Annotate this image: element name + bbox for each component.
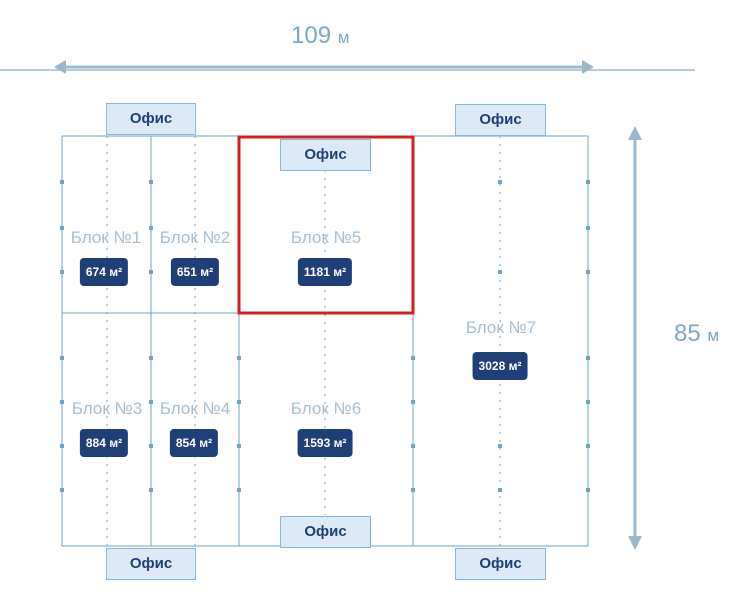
block-3-label: Блок №3	[71, 399, 143, 418]
column-axes	[106, 136, 501, 546]
office-block5[interactable]: Офис	[280, 139, 371, 171]
column-markers	[60, 180, 590, 492]
height-value: 85	[674, 320, 701, 347]
width-arrow-left-head	[54, 60, 66, 74]
block-2-area: 651 м²	[170, 258, 220, 286]
highlighted-block-outline	[237, 135, 415, 315]
height-unit: м	[707, 326, 720, 345]
block-6-label: Блок №6	[290, 399, 362, 418]
width-arrow-right-head	[582, 60, 594, 74]
block-5-area: 1181 м²	[297, 258, 353, 286]
office-bottom-right[interactable]: Офис	[455, 548, 546, 580]
block-6-area: 1593 м²	[297, 429, 353, 457]
block-1-label: Блок №1	[70, 228, 142, 247]
office-bottom-left[interactable]: Офис	[106, 548, 196, 580]
building-walls	[61, 135, 589, 547]
height-arrow-top-head	[628, 126, 642, 140]
height-arrow-bottom-head	[628, 536, 642, 550]
block-1-area: 674 м²	[79, 258, 129, 286]
block-4-label: Блок №4	[159, 399, 231, 418]
width-value: 109	[291, 22, 332, 49]
height-dimension: 85 м	[674, 320, 719, 348]
office-top-right[interactable]: Офис	[455, 104, 546, 136]
block-2-label: Блок №2	[159, 228, 231, 247]
block-7-area: 3028 м²	[472, 352, 528, 380]
block-4-area: 854 м²	[169, 429, 219, 457]
office-block6[interactable]: Офис	[280, 516, 371, 548]
block-5-label: Блок №5	[290, 228, 362, 247]
block-7-label: Блок №7	[465, 318, 537, 337]
block-3-area: 884 м²	[79, 429, 129, 457]
office-top-left[interactable]: Офис	[106, 103, 196, 135]
width-dimension: 109 м	[291, 22, 349, 50]
width-unit: м	[337, 28, 350, 47]
